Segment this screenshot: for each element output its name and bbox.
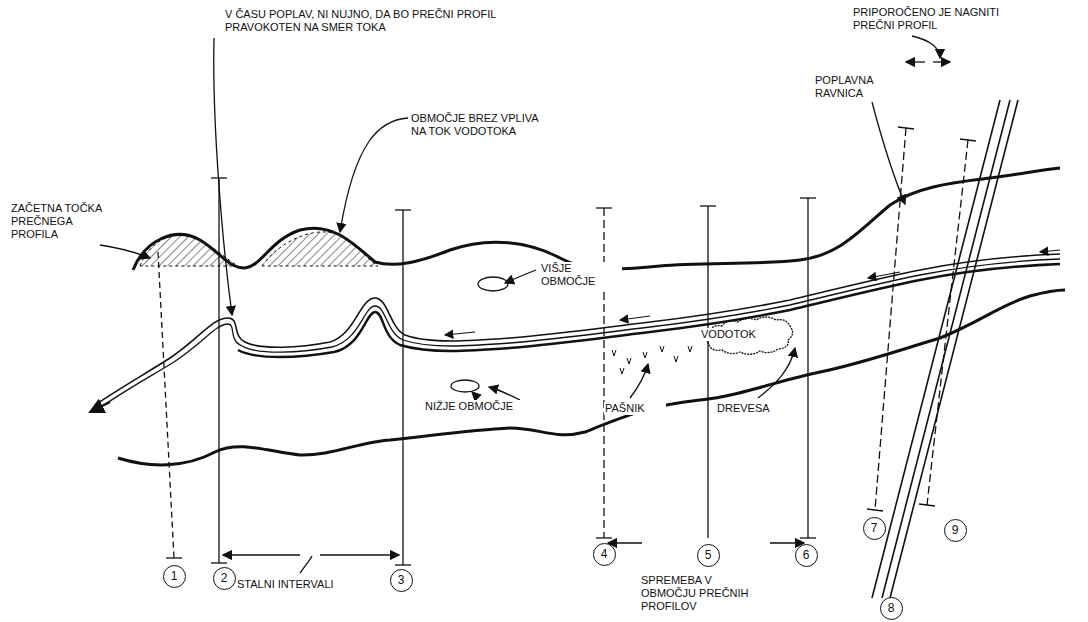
callout-number: 5 bbox=[705, 549, 712, 561]
callout-circle: 6 bbox=[795, 544, 818, 567]
callout-number: 6 bbox=[803, 549, 810, 561]
callout-circle: 8 bbox=[880, 597, 903, 620]
annotation-label: PAŠNIK bbox=[604, 402, 666, 415]
annotation-label: SPREMEBA V OBMOČJU PREČNIH PROFILOV bbox=[640, 574, 762, 613]
annotation-label: DREVESA bbox=[716, 402, 788, 415]
callout-circle: 3 bbox=[390, 569, 413, 592]
callout-number: 3 bbox=[398, 574, 405, 586]
annotation-label: POPLAVNA RAVNICA bbox=[814, 74, 896, 100]
annotation-label: OBMOČJE BREZ VPLIVA NA TOK VODOTOKA bbox=[410, 112, 552, 138]
callout-circle: 5 bbox=[697, 544, 720, 567]
callout-circle: 9 bbox=[944, 519, 967, 542]
callout-circle: 2 bbox=[213, 567, 236, 590]
annotation-label: ZAČETNA TOČKA PREČNEGA PROFILA bbox=[10, 202, 104, 241]
callout-circle: 4 bbox=[593, 543, 616, 566]
annotation-label: NIŽJE OBMOČJE bbox=[424, 400, 536, 413]
callout-number: 7 bbox=[871, 522, 878, 534]
callout-number: 9 bbox=[952, 524, 959, 536]
callout-number: 1 bbox=[171, 570, 178, 582]
callout-number: 2 bbox=[221, 572, 228, 584]
annotation-label: V ČASU POPLAV, NI NUJNO, DA BO PREČNI PR… bbox=[224, 8, 571, 34]
callout-circle: 1 bbox=[163, 565, 186, 588]
annotation-label: STALNI INTERVALI bbox=[236, 578, 358, 591]
annotation-label: VODOTOK bbox=[700, 328, 772, 341]
callout-number: 4 bbox=[601, 548, 608, 560]
callout-number: 8 bbox=[888, 602, 895, 614]
annotation-label: PRIPOROČENO JE NAGNITI PREČNI PROFIL bbox=[852, 6, 1044, 32]
annotation-label: VIŠJE OBMOČJE bbox=[540, 262, 622, 288]
callout-circle: 7 bbox=[863, 517, 886, 540]
